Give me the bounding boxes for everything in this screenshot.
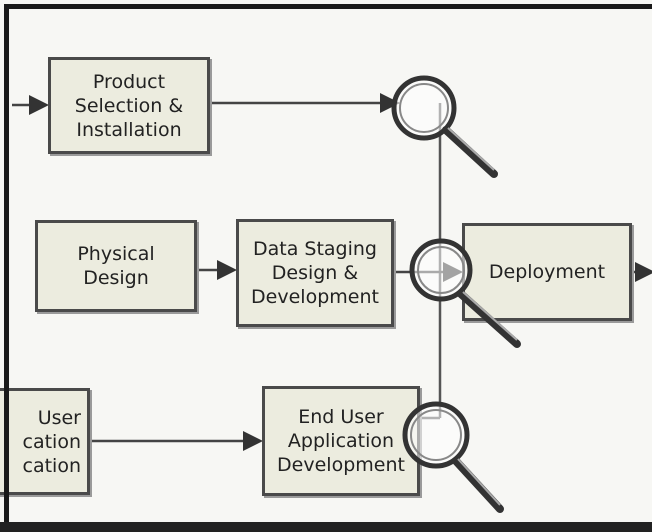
- product-selection-label: Product Selection & Installation: [74, 70, 184, 141]
- end-user-application-box: End User Application Development: [262, 386, 420, 496]
- end-user-specification-label: User cation cation: [22, 406, 81, 477]
- physical-design-box: Physical Design: [35, 220, 197, 312]
- frame-bottom-bar: [0, 522, 652, 532]
- data-staging-label: Data Staging Design & Development: [251, 238, 379, 308]
- magnifier-icon: [409, 238, 521, 348]
- physical-design-label: Physical Design: [77, 243, 155, 289]
- product-selection-installation-box: Product Selection & Installation: [48, 57, 210, 154]
- deployment-box: Deployment: [462, 223, 632, 321]
- magnifier-icon: [391, 75, 498, 178]
- end-user-specification-box: User cation cation: [0, 388, 90, 495]
- deployment-label: Deployment: [488, 261, 606, 283]
- end-user-application-label: End User Application Development: [277, 406, 405, 476]
- magnifier-icon: [402, 401, 504, 513]
- data-staging-box: Data Staging Design & Development: [236, 219, 394, 327]
- frame-border: [4, 4, 652, 524]
